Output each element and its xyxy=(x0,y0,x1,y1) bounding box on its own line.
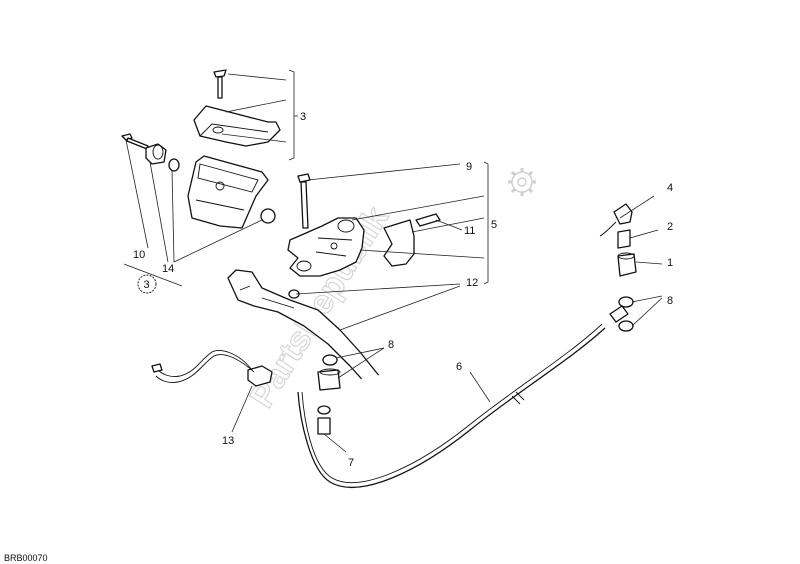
dust-boot xyxy=(617,252,637,277)
callout-8-right: 8 xyxy=(667,295,673,307)
lever-switch xyxy=(151,350,273,387)
gear-icon xyxy=(508,168,536,196)
callout-11: 11 xyxy=(464,225,475,237)
bleed-valve xyxy=(617,229,631,249)
reference-circle: 3 xyxy=(137,274,157,294)
callout-2: 2 xyxy=(667,221,673,233)
callout-10: 10 xyxy=(133,249,145,261)
callout-labels: 3 9 5 11 12 10 14 4 2 1 8 8 6 13 7 xyxy=(133,111,673,469)
callout-4: 4 xyxy=(667,182,673,194)
reservoir-fitting-cap xyxy=(145,143,167,165)
master-cylinder-body xyxy=(287,217,365,277)
callout-3: 3 xyxy=(300,111,306,123)
reservoir-cover xyxy=(193,105,281,147)
bleed-valve-cap xyxy=(599,203,633,237)
callout-7: 7 xyxy=(348,457,354,469)
clamp-screw xyxy=(415,213,441,227)
reservoir-body xyxy=(187,155,269,229)
master-cylinder-bolt xyxy=(297,173,311,229)
callout-6: 6 xyxy=(456,361,462,373)
callout-12: 12 xyxy=(466,277,478,289)
callout-8-left: 8 xyxy=(388,339,394,351)
hose-banjo-fittings-upper xyxy=(609,296,634,332)
o-ring-upper xyxy=(168,158,180,172)
hose-banjo-fittings-lower xyxy=(317,354,341,435)
leader-lines xyxy=(123,69,663,453)
o-ring-lower xyxy=(260,208,276,224)
callout-3-reference: 3 xyxy=(144,279,150,291)
callout-1: 1 xyxy=(667,257,673,269)
drawing-code: BRB00070 xyxy=(4,553,48,563)
reservoir-cover-screw xyxy=(213,69,227,99)
clutch-hose xyxy=(297,323,606,488)
callout-13: 13 xyxy=(222,435,234,447)
callout-5: 5 xyxy=(491,219,497,231)
callout-14: 14 xyxy=(162,263,174,275)
callout-9: 9 xyxy=(466,161,472,173)
handlebar-clamp xyxy=(383,219,415,267)
